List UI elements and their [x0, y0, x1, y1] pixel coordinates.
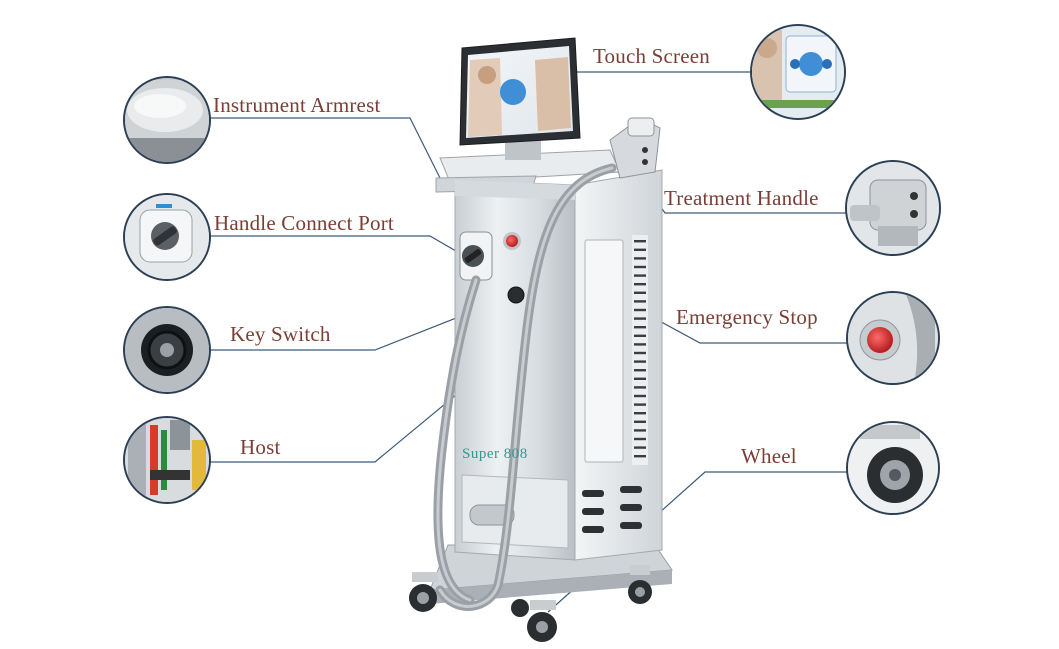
- vent-slat: [634, 369, 646, 372]
- label-touch-screen: Touch Screen: [593, 44, 710, 68]
- vent-slat: [634, 326, 646, 329]
- vent-slat: [634, 300, 646, 303]
- vent-slat: [634, 265, 646, 269]
- vent-slat: [634, 257, 646, 260]
- vent-slat: [634, 240, 646, 243]
- wheel-back-left: [511, 599, 529, 617]
- treatment-handle-detail-circle: [845, 160, 941, 256]
- vent-slat: [634, 437, 646, 441]
- vent-slat: [634, 351, 646, 355]
- touch-screen-detail-circle: [750, 24, 846, 120]
- vent-slat: [634, 317, 646, 320]
- wheel-back-right: [628, 565, 652, 604]
- key-switch-detail-circle: [123, 306, 211, 394]
- label-host: Host: [240, 435, 281, 459]
- label-treatment-handle: Treatment Handle: [664, 186, 819, 210]
- wheel-front-right: [527, 600, 557, 642]
- vent-slat: [634, 394, 646, 398]
- label-key-switch: Key Switch: [230, 322, 331, 346]
- label-instrument-armrest: Instrument Armrest: [213, 93, 381, 117]
- vent-slat: [634, 403, 646, 406]
- armrest-detail-circle: [123, 76, 211, 164]
- vent-slat: [634, 283, 646, 286]
- machine-brand-text: Super 808: [462, 446, 528, 462]
- vent-slat: [634, 343, 646, 346]
- label-emergency-stop: Emergency Stop: [676, 305, 818, 329]
- vent-slat: [634, 334, 646, 337]
- treatment-handle: [609, 117, 661, 179]
- label-handle-connect-port: Handle Connect Port: [214, 211, 394, 235]
- laser-machine: [409, 37, 673, 642]
- label-wheel: Wheel: [741, 444, 797, 468]
- vent-slat: [634, 360, 646, 363]
- vent-slat: [634, 308, 646, 312]
- vent-slat: [634, 412, 646, 415]
- vent-slat: [634, 377, 646, 380]
- vent-slat: [634, 291, 646, 294]
- vent-slat: [634, 274, 646, 277]
- vent-slat: [634, 429, 646, 432]
- vent-slat: [634, 248, 646, 251]
- vent-slat: [634, 420, 646, 423]
- touch-screen: [459, 37, 581, 146]
- leader-instrument-armrest: [210, 117, 441, 179]
- wheel-front-left: [409, 572, 438, 612]
- handle-connect-port: [459, 231, 493, 281]
- vent-slat: [634, 386, 646, 389]
- lower-grilles: [582, 486, 642, 533]
- side-vents: [632, 235, 648, 465]
- handle-connect-port-detail-circle: [123, 193, 211, 281]
- wheel-detail-circle: [846, 421, 940, 515]
- wheels: [409, 565, 652, 642]
- host-detail-circle: [123, 416, 211, 504]
- emergency-stop-button: [503, 232, 521, 250]
- key-switch: [507, 286, 525, 304]
- leader-handle-connect-port: [210, 235, 469, 259]
- emergency-stop-detail-circle: [846, 291, 940, 385]
- vent-slat: [634, 446, 646, 449]
- side-panel-window: [584, 239, 624, 463]
- vent-slat: [634, 455, 646, 458]
